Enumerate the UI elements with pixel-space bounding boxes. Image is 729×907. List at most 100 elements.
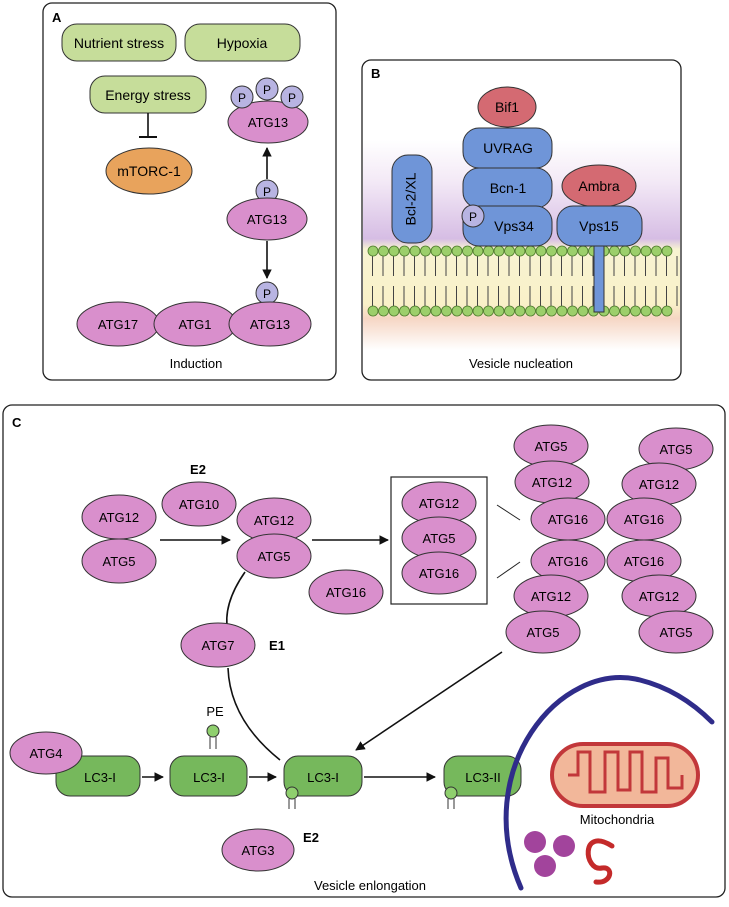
lipid-head bbox=[651, 305, 662, 317]
atg16-label: ATG16 bbox=[419, 566, 459, 581]
atg16-label: ATG16 bbox=[326, 585, 366, 600]
panel-a-letter: A bbox=[52, 10, 62, 25]
energy-stress-label: Energy stress bbox=[105, 87, 191, 103]
lipid-head bbox=[472, 245, 484, 257]
atg12-label: ATG12 bbox=[532, 475, 572, 490]
recruitment-arrow bbox=[355, 651, 503, 751]
protein-aggregate bbox=[524, 831, 546, 853]
lipid-head bbox=[451, 305, 463, 317]
atg12-label: ATG12 bbox=[639, 477, 679, 492]
lipid-head bbox=[378, 305, 389, 317]
rna-strand bbox=[585, 838, 615, 885]
atg17-label: ATG17 bbox=[98, 317, 138, 332]
atg13-label: ATG13 bbox=[247, 212, 287, 227]
lipid-head bbox=[451, 245, 463, 257]
lipid-head bbox=[441, 305, 452, 317]
protein-aggregate bbox=[534, 855, 556, 877]
lipid-head bbox=[661, 305, 673, 317]
lipid-head bbox=[367, 305, 379, 317]
atg5-label: ATG5 bbox=[527, 625, 560, 640]
panel-b-caption: Vesicle nucleation bbox=[469, 356, 573, 371]
lipid-head bbox=[504, 305, 515, 317]
pe-label: PE bbox=[206, 704, 224, 719]
atg13-hyperphosphorylated: ATG13 P P P bbox=[227, 77, 309, 144]
phosphate-label: P bbox=[238, 91, 246, 105]
lc3i-node: LC3-I bbox=[169, 755, 248, 797]
lipid-head bbox=[567, 305, 578, 317]
lipid-head bbox=[493, 245, 505, 257]
bif1-label: Bif1 bbox=[495, 99, 519, 115]
lipid-head bbox=[556, 245, 568, 257]
lipid-head bbox=[493, 305, 505, 317]
atg7-label: ATG7 bbox=[202, 638, 235, 653]
hypoxia-box: Hypoxia bbox=[184, 23, 301, 62]
lipid-head bbox=[514, 245, 526, 257]
pe-head bbox=[285, 786, 299, 800]
lc3i-label: LC3-I bbox=[193, 770, 225, 785]
zoom-line bbox=[496, 504, 521, 521]
lipid-head bbox=[577, 305, 589, 317]
atg16-oligomer: ATG5 ATG12 ATG16 ATG16 ATG12 ATG5 ATG5 A… bbox=[505, 424, 714, 654]
mtorc1-label: mTORC-1 bbox=[117, 163, 181, 179]
bcl2-protein: Bcl-2/XL bbox=[391, 154, 433, 244]
mitochondria-label: Mitochondria bbox=[580, 812, 655, 827]
atg12-label: ATG12 bbox=[531, 589, 571, 604]
lipid-head bbox=[409, 305, 421, 317]
vps34-label: Vps34 bbox=[494, 218, 534, 234]
lipid-head bbox=[619, 305, 631, 317]
bcl2-label: Bcl-2/XL bbox=[403, 172, 419, 225]
atg12-label: ATG12 bbox=[99, 510, 139, 525]
panel-c-caption: Vesicle enlongation bbox=[314, 878, 426, 893]
e1-label: E1 bbox=[269, 638, 285, 653]
lipid-head bbox=[651, 245, 662, 257]
panel-b-letter: B bbox=[371, 66, 380, 81]
lipid-head bbox=[619, 245, 631, 257]
atg16-label: ATG16 bbox=[548, 512, 588, 527]
atg12-5-16-complex: ATG12 ATG5 ATG16 bbox=[390, 476, 488, 605]
atg5-label: ATG5 bbox=[258, 549, 291, 564]
atg5-label: ATG5 bbox=[423, 531, 456, 546]
atg12-atg5-conjugate: ATG12 ATG5 bbox=[236, 497, 312, 579]
lc3i-label: LC3-I bbox=[84, 770, 116, 785]
pe-lipid bbox=[206, 724, 220, 749]
ambra-label: Ambra bbox=[578, 178, 619, 194]
lipid-head bbox=[409, 245, 421, 257]
atg13-label: ATG13 bbox=[250, 317, 290, 332]
atg1-label: ATG1 bbox=[179, 317, 212, 332]
lipid-head bbox=[577, 245, 589, 257]
atg5-node: ATG5 bbox=[81, 538, 157, 584]
atg10-label: ATG10 bbox=[179, 497, 219, 512]
atg5-label: ATG5 bbox=[103, 554, 136, 569]
lipid-head bbox=[420, 245, 431, 257]
lipid-head bbox=[630, 305, 641, 317]
panel-c-letter: C bbox=[12, 415, 22, 430]
lipid-head bbox=[378, 245, 389, 257]
lipid-head bbox=[556, 305, 568, 317]
lc3ii-node: LC3-II bbox=[443, 755, 522, 809]
uvrag-label: UVRAG bbox=[483, 140, 533, 156]
atg4-label: ATG4 bbox=[30, 746, 63, 761]
mitochondrion bbox=[550, 742, 700, 808]
panel-b: B Bcl-2/XL Bif1 UVRAG Bcn-1 bbox=[361, 59, 682, 381]
lc3i-label: LC3-I bbox=[307, 770, 339, 785]
e2-label: E2 bbox=[190, 462, 206, 477]
ambra-protein: Ambra bbox=[561, 164, 637, 208]
atg13-phosphorylated: P ATG13 bbox=[226, 179, 308, 241]
atg16-label: ATG16 bbox=[624, 512, 664, 527]
lipid-head bbox=[472, 305, 484, 317]
phosphate-label: P bbox=[263, 83, 271, 97]
bif1-protein: Bif1 bbox=[477, 86, 537, 128]
zoom-line bbox=[496, 561, 521, 579]
lipid-head bbox=[535, 245, 547, 257]
lipid-head bbox=[640, 305, 652, 317]
panel-c: C E2 ATG10 ATG12 ATG5 ATG12 ATG5 ATG16 bbox=[2, 404, 726, 898]
lipid-head bbox=[535, 305, 547, 317]
lipid-head bbox=[462, 305, 473, 317]
mtorc1-node: mTORC-1 bbox=[105, 147, 193, 195]
phosphate-circle bbox=[280, 85, 304, 109]
lipid-head bbox=[525, 305, 536, 317]
lipid-head bbox=[388, 305, 400, 317]
uvrag-protein: UVRAG bbox=[462, 127, 553, 169]
pe-head bbox=[444, 786, 458, 800]
